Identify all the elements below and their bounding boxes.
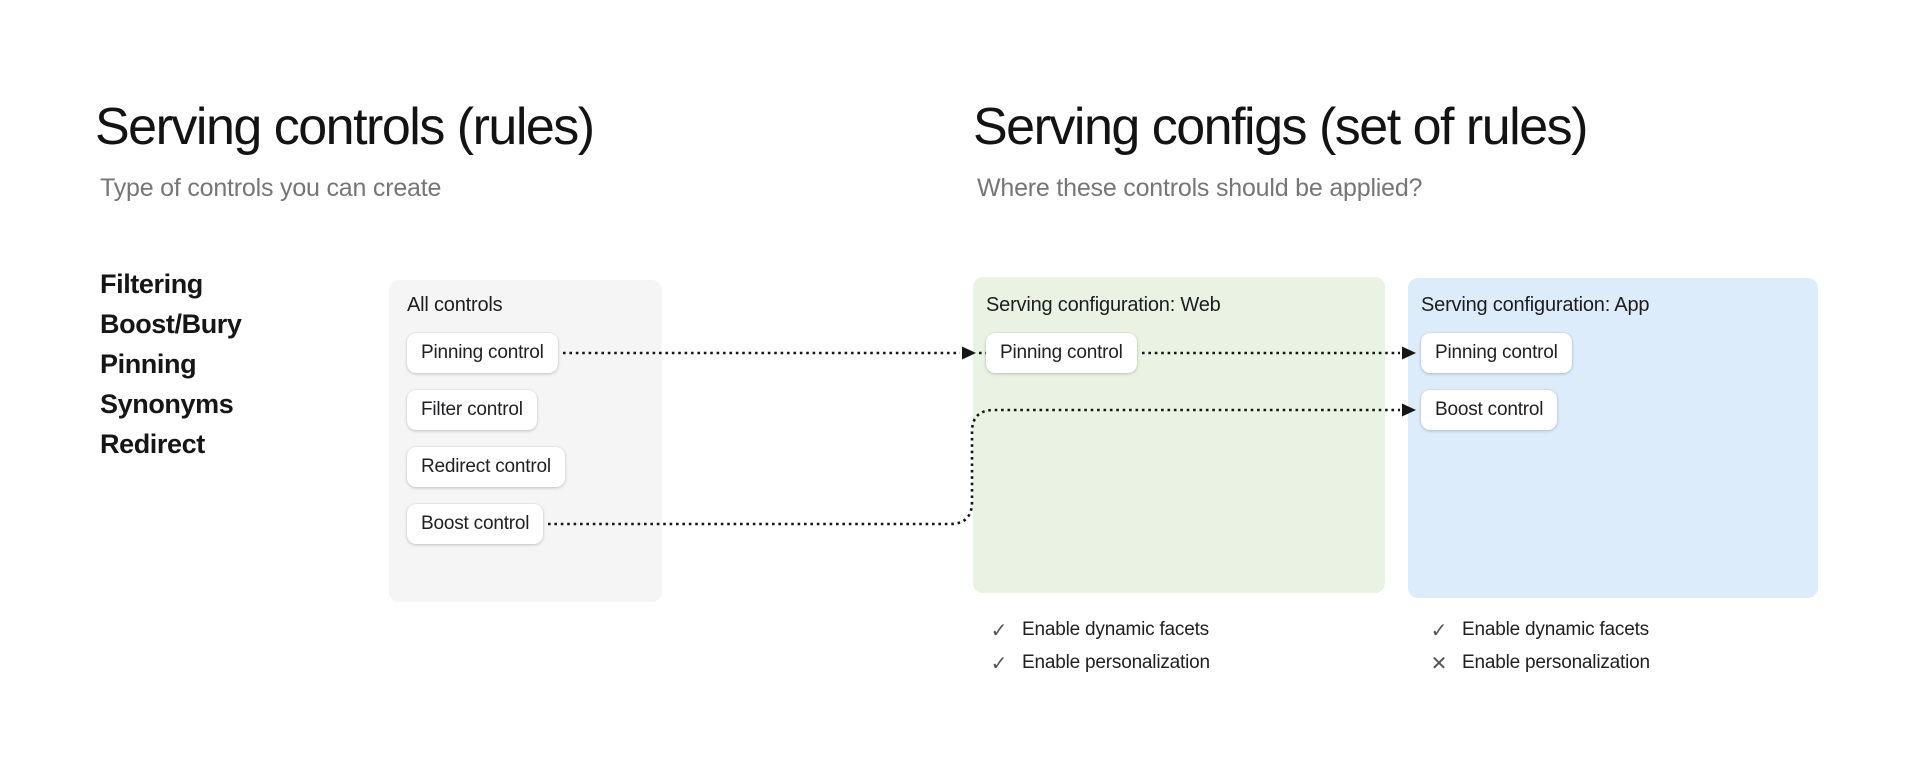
app-config-card-label: Serving configuration: App: [1421, 294, 1650, 316]
control-type-synonyms: Synonyms: [100, 389, 234, 419]
web-feature-dynamic-facets: ✓ Enable dynamic facets: [988, 617, 1210, 643]
app-config-pill-column: Pinning control Boost control: [1421, 333, 1805, 447]
feature-label: Enable dynamic facets: [1462, 619, 1649, 640]
app-feature-dynamic-facets: ✓ Enable dynamic facets: [1428, 617, 1650, 643]
feature-label: Enable dynamic facets: [1022, 619, 1209, 640]
left-section-subtitle: Type of controls you can create: [100, 174, 442, 202]
control-type-redirect: Redirect: [100, 429, 205, 459]
right-section-subtitle: Where these controls should be applied?: [977, 174, 1423, 202]
x-icon: ✕: [1430, 651, 1448, 675]
check-icon: ✓: [990, 651, 1008, 675]
web-config-pill-column: Pinning control: [986, 333, 1372, 390]
feature-label: Enable personalization: [1462, 652, 1650, 673]
check-icon: ✓: [1430, 618, 1448, 642]
control-type-list: Filtering Boost/Bury Pinning Synonyms Re…: [100, 264, 242, 464]
right-section-title: Serving configs (set of rules): [973, 98, 1588, 156]
all-controls-pill-column: Pinning control Filter control Redirect …: [407, 333, 644, 561]
control-type-filtering: Filtering: [100, 269, 203, 299]
app-pinning-control-pill: Pinning control: [1421, 333, 1572, 373]
control-type-boost-bury: Boost/Bury: [100, 309, 242, 339]
control-type-pinning: Pinning: [100, 349, 197, 379]
feature-label: Enable personalization: [1022, 652, 1210, 673]
app-boost-control-pill: Boost control: [1421, 390, 1558, 430]
web-config-features: ✓ Enable dynamic facets ✓ Enable persona…: [988, 617, 1210, 676]
check-icon: ✓: [990, 618, 1008, 642]
all-controls-card-label: All controls: [407, 294, 503, 316]
left-section-title: Serving controls (rules): [95, 98, 595, 156]
redirect-control-pill: Redirect control: [407, 447, 565, 487]
all-controls-card: All controls Pinning control Filter cont…: [389, 280, 662, 602]
web-config-card: Serving configuration: Web Pinning contr…: [973, 277, 1385, 593]
pinning-control-pill: Pinning control: [407, 333, 558, 373]
filter-control-pill: Filter control: [407, 390, 537, 430]
app-feature-personalization: ✕ Enable personalization: [1428, 650, 1650, 676]
web-config-card-label: Serving configuration: Web: [986, 294, 1221, 316]
app-config-card: Serving configuration: App Pinning contr…: [1408, 278, 1818, 598]
boost-control-pill: Boost control: [407, 504, 544, 544]
app-config-features: ✓ Enable dynamic facets ✕ Enable persona…: [1428, 617, 1650, 676]
web-pinning-control-pill: Pinning control: [986, 333, 1137, 373]
web-feature-personalization: ✓ Enable personalization: [988, 650, 1210, 676]
